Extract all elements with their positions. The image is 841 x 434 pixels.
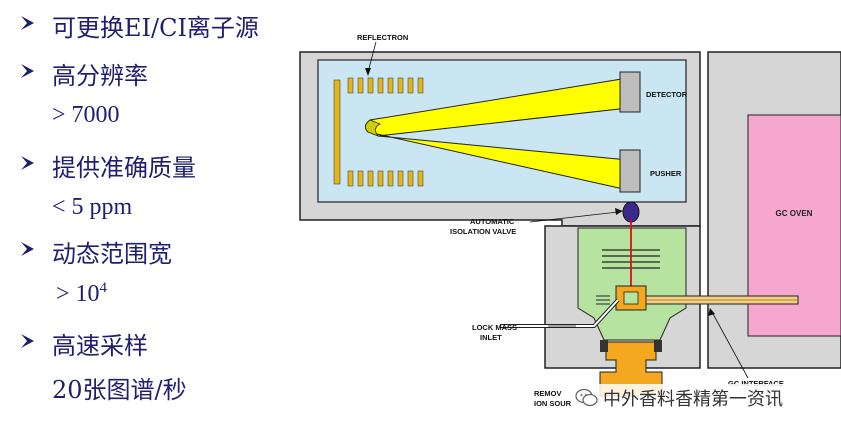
filament — [596, 295, 610, 305]
bullet-arrow-icon — [21, 334, 34, 348]
pusher — [619, 149, 641, 193]
lock-mass-label-1: LOCK MASS — [472, 323, 517, 332]
bullet-subtext: > 7000 — [52, 102, 120, 128]
bullet-arrow-icon — [21, 242, 34, 256]
valve-label-1: AUTOMATIC — [470, 217, 515, 226]
bullet-arrow-icon — [21, 64, 34, 78]
wechat-icon — [575, 388, 598, 407]
reflectron-bottom-rings — [347, 170, 424, 187]
ionization-chamber — [615, 285, 647, 311]
detector-label: DETECTOR — [646, 90, 688, 99]
reflectron-back-plate — [333, 79, 341, 185]
gc-interface-label: GC INTERFACE — [728, 379, 784, 388]
bullet-subtext: < 5 ppm — [52, 194, 133, 220]
pusher-label: PUSHER — [650, 169, 682, 178]
bullet-arrow-icon — [21, 16, 34, 30]
detector — [619, 71, 641, 113]
watermark: 中外香料香精第一资讯 — [572, 384, 786, 412]
lock-mass-label-2: INLET — [480, 333, 502, 342]
valve-label-2: ISOLATION VALVE — [450, 227, 516, 236]
bullet-subtext: 20张图谱/秒 — [52, 376, 187, 404]
reflectron-top-rings — [347, 77, 424, 94]
bullet-subtext: > 104 — [56, 280, 108, 307]
bullet-text: 高速采样 — [52, 332, 148, 360]
bullet-arrow-icon — [21, 156, 34, 170]
bullet-text: 提供准确质量 — [52, 154, 196, 182]
watermark-text: 中外香料香精第一资讯 — [603, 389, 783, 410]
bullet-text: 可更换EI/CI离子源 — [52, 14, 259, 42]
bullet-text: 高分辨率 — [52, 62, 148, 90]
removable-source-label-2: ION SOUR — [534, 399, 572, 408]
removable-source-label-1: REMOV — [534, 389, 562, 398]
reflectron-label: REFLECTRON — [357, 33, 408, 42]
isolation-valve — [622, 201, 640, 223]
gc-oven-label: GC OVEN — [776, 209, 813, 218]
bullet-text: 动态范围宽 — [52, 240, 172, 268]
